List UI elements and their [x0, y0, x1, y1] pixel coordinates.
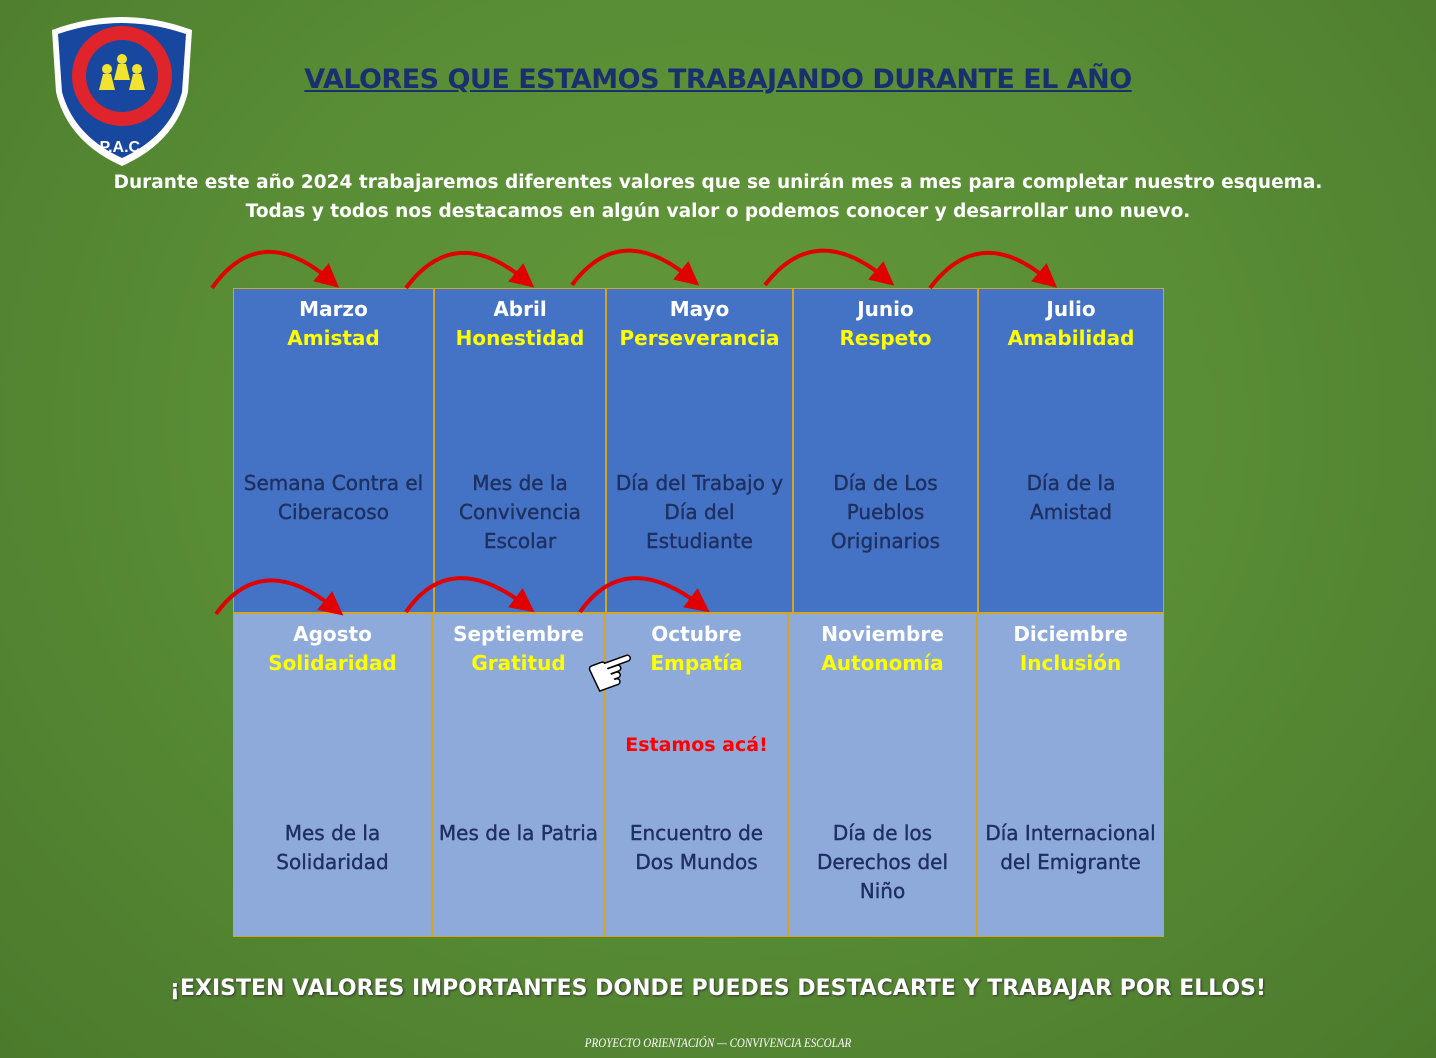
page-title: VALORES QUE ESTAMOS TRABAJANDO DURANTE E… — [304, 64, 1132, 95]
month-label: Mayo — [669, 297, 730, 321]
event-label: Día de la Amistad — [1026, 471, 1116, 524]
month-label: Noviembre — [821, 622, 944, 646]
month-label: Septiembre — [453, 622, 584, 646]
value-label: Gratitud — [471, 651, 566, 675]
month-label: Agosto — [293, 622, 372, 646]
event-label: Día Internacional del Emigrante — [985, 821, 1156, 874]
event-label: Día de los Derechos del Niño — [816, 821, 949, 903]
month-label: Octubre — [651, 622, 742, 646]
intro-line-1: Durante este año 2024 trabajaremos difer… — [113, 172, 1323, 193]
value-label: Solidaridad — [268, 651, 397, 675]
value-label: Autonomía — [821, 651, 944, 675]
value-label: Perseverancia — [619, 326, 780, 350]
arrow-icon — [928, 250, 1058, 290]
arrow-icon — [210, 249, 340, 290]
event-label: Mes de la Solidaridad — [276, 821, 389, 874]
month-label: Junio — [857, 297, 914, 321]
event-label: Mes de la Patria — [438, 821, 599, 845]
current-month-marker: Estamos acá! — [625, 734, 768, 756]
event-label: Día de Los Pueblos Originarios — [830, 471, 941, 553]
month-label: Diciembre — [1013, 622, 1128, 646]
event-label: Encuentro de Dos Mundos — [629, 821, 764, 874]
svg-text:P.A.C.: P.A.C. — [99, 139, 144, 156]
arrow-icon — [570, 248, 700, 287]
value-label: Respeto — [839, 326, 932, 350]
event-label: Mes de la Convivencia Escolar — [459, 471, 581, 553]
month-label: Marzo — [299, 297, 368, 321]
arrow-icon — [763, 248, 895, 287]
footer-text: PROYECTO ORIENTACIÓN — CONVIVENCIA ESCOL… — [584, 1035, 852, 1050]
value-label: Inclusión — [1019, 651, 1122, 675]
month-label: Julio — [1046, 297, 1096, 321]
intro-line-2: Todas y todos nos destacamos en algún va… — [245, 201, 1191, 222]
call-to-action: ¡EXISTEN VALORES IMPORTANTES DONDE PUEDE… — [169, 976, 1267, 1001]
event-label: Semana Contra el Ciberacoso — [243, 471, 424, 524]
value-label: Amabilidad — [1007, 326, 1135, 350]
value-label: Honestidad — [455, 326, 585, 350]
event-label: Día del Trabajo y Día del Estudiante — [615, 471, 784, 553]
value-label: Amistad — [287, 326, 380, 350]
month-label: Abril — [493, 297, 547, 321]
school-logo: P.A.C. — [52, 17, 192, 166]
arrow-icon — [404, 250, 535, 290]
value-label: Empatía — [650, 651, 743, 675]
